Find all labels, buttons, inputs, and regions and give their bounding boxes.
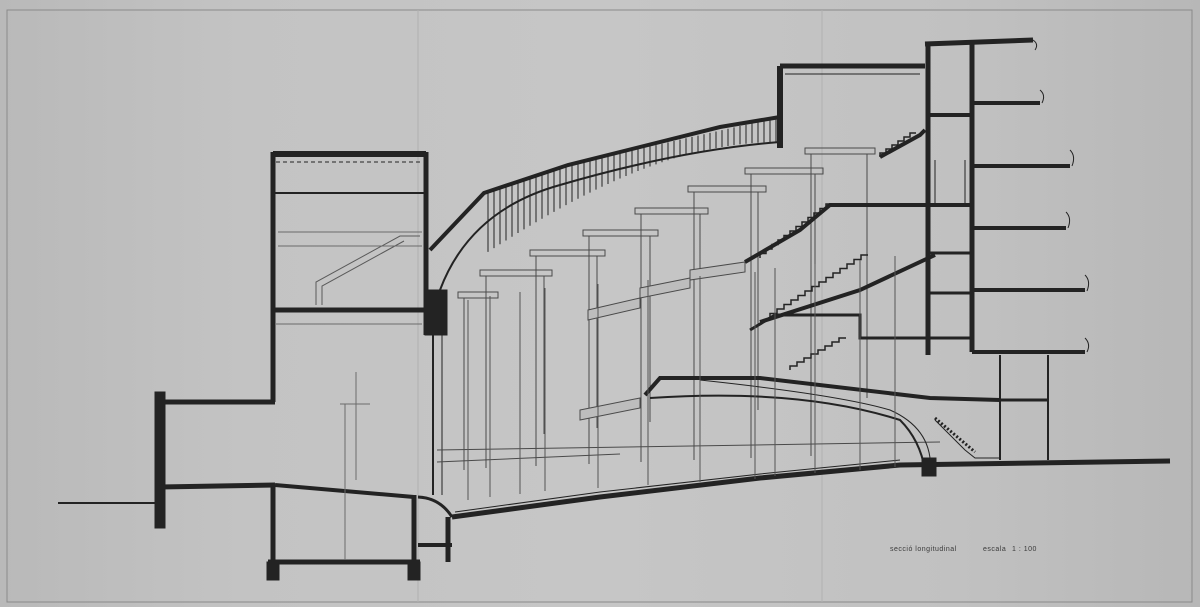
tier-cornice	[687, 185, 767, 193]
rear-block	[921, 37, 1090, 477]
proscenium	[417, 289, 454, 518]
stair-middle	[769, 254, 868, 318]
auditorium-ceiling	[428, 63, 925, 291]
columns	[467, 256, 896, 500]
foyer-block	[154, 151, 452, 581]
box-front	[587, 297, 641, 321]
caption-scale-value: 1 : 100	[1012, 546, 1037, 553]
stair-lower	[789, 337, 846, 370]
tier-cornice	[744, 167, 824, 175]
rail	[436, 441, 941, 451]
box-front	[689, 261, 746, 281]
stair-top	[879, 132, 916, 157]
tier-cornice	[529, 249, 606, 257]
stalls-floor	[451, 458, 1171, 520]
sheet-frame	[6, 9, 1193, 603]
stair-upper	[759, 203, 832, 258]
caption-title: secció longitudinal	[890, 546, 957, 553]
tier-cornice	[804, 147, 876, 155]
box-front	[579, 397, 641, 421]
tier-cornice	[634, 207, 709, 215]
box-front	[639, 277, 691, 299]
caption-scale-label: escala	[983, 546, 1007, 553]
staircases	[759, 132, 916, 370]
balcony-tiers	[436, 147, 941, 470]
tier-cornice	[582, 229, 659, 237]
tier-cornice	[479, 269, 553, 277]
tier-cornice	[457, 291, 499, 299]
